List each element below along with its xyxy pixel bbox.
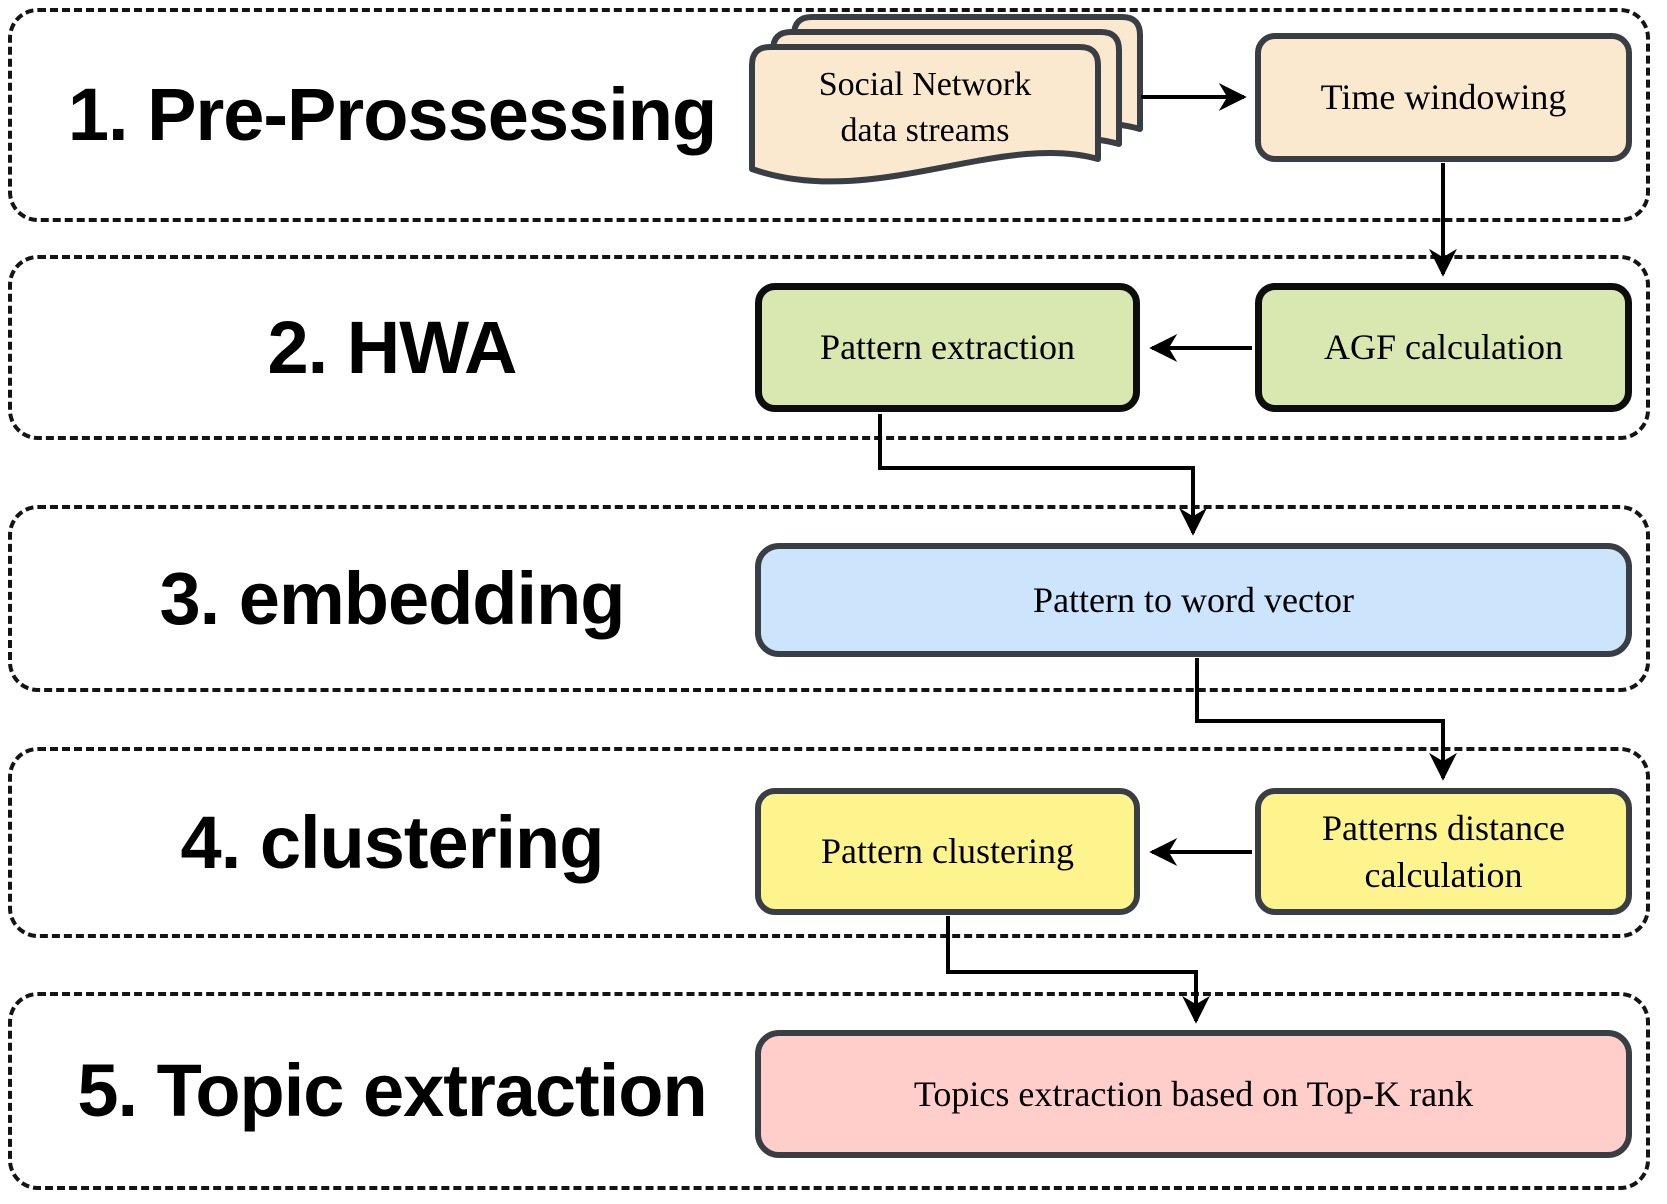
stage-panel-clustering: 4. clustering xyxy=(8,747,1650,938)
stage-label-topic-extraction: 5. Topic extraction xyxy=(77,1049,707,1132)
stage-panel-pre-processing: 1. Pre-Prossessing xyxy=(8,8,1650,222)
stage-panel-hwa: 2. HWA xyxy=(8,255,1650,440)
stage-label-embedding: 3. embedding xyxy=(159,556,626,640)
node-topics-extraction-top-k: Topics extraction based on Top-K rank xyxy=(755,1030,1632,1158)
node-pattern-clustering: Pattern clustering xyxy=(755,788,1140,915)
node-pattern-extraction: Pattern extraction xyxy=(755,283,1140,412)
stage-label-hwa: 2. HWA xyxy=(267,305,518,389)
node-social-network-data-streams: Social Network data streams xyxy=(818,66,1032,149)
node-time-windowing: Time windowing xyxy=(1255,33,1632,162)
stage-label-clustering: 4. clustering xyxy=(180,800,605,884)
document-stack-icon xyxy=(749,14,1143,185)
stage-panel-topic-extraction: 5. Topic extraction xyxy=(8,992,1650,1190)
stage-label-pre-processing: 1. Pre-Prossessing xyxy=(67,73,717,156)
document-page-front xyxy=(749,44,1101,185)
stage-panel-embedding: 3. embedding xyxy=(8,505,1650,692)
node-pattern-to-word-vector: Pattern to word vector xyxy=(755,543,1632,657)
node-agf-calculation: AGF calculation xyxy=(1255,283,1632,412)
node-patterns-distance-calculation: Patterns distance calculation xyxy=(1255,788,1632,915)
